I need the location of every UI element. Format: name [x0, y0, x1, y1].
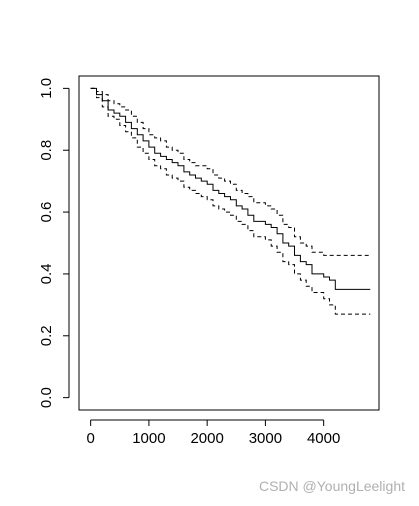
y-tick-label: 0.2	[38, 325, 55, 346]
x-tick-label: 0	[86, 430, 94, 447]
x-axis: 0 1000 2000 3000 4000	[86, 419, 340, 447]
series-layer	[90, 87, 371, 315]
confidence-bound-line	[90, 87, 371, 315]
y-tick-label: 0.4	[38, 263, 55, 284]
y-axis: 0.0 0.2 0.4 0.6 0.8 1.0	[38, 78, 70, 408]
x-tick-label: 2000	[190, 430, 223, 447]
plot-frame	[78, 75, 380, 411]
y-tick-label: 0.8	[38, 140, 55, 161]
y-tick-label: 1.0	[38, 78, 55, 99]
survival-line	[90, 87, 371, 290]
y-tick-label: 0.0	[38, 387, 55, 408]
x-tick-label: 4000	[307, 430, 340, 447]
confidence-bound-line	[90, 87, 371, 256]
watermark-text: CSDN @YoungLeelight	[258, 478, 405, 494]
y-tick-label: 0.6	[38, 202, 55, 223]
x-tick-label: 3000	[249, 430, 282, 447]
x-tick-label: 1000	[132, 430, 165, 447]
